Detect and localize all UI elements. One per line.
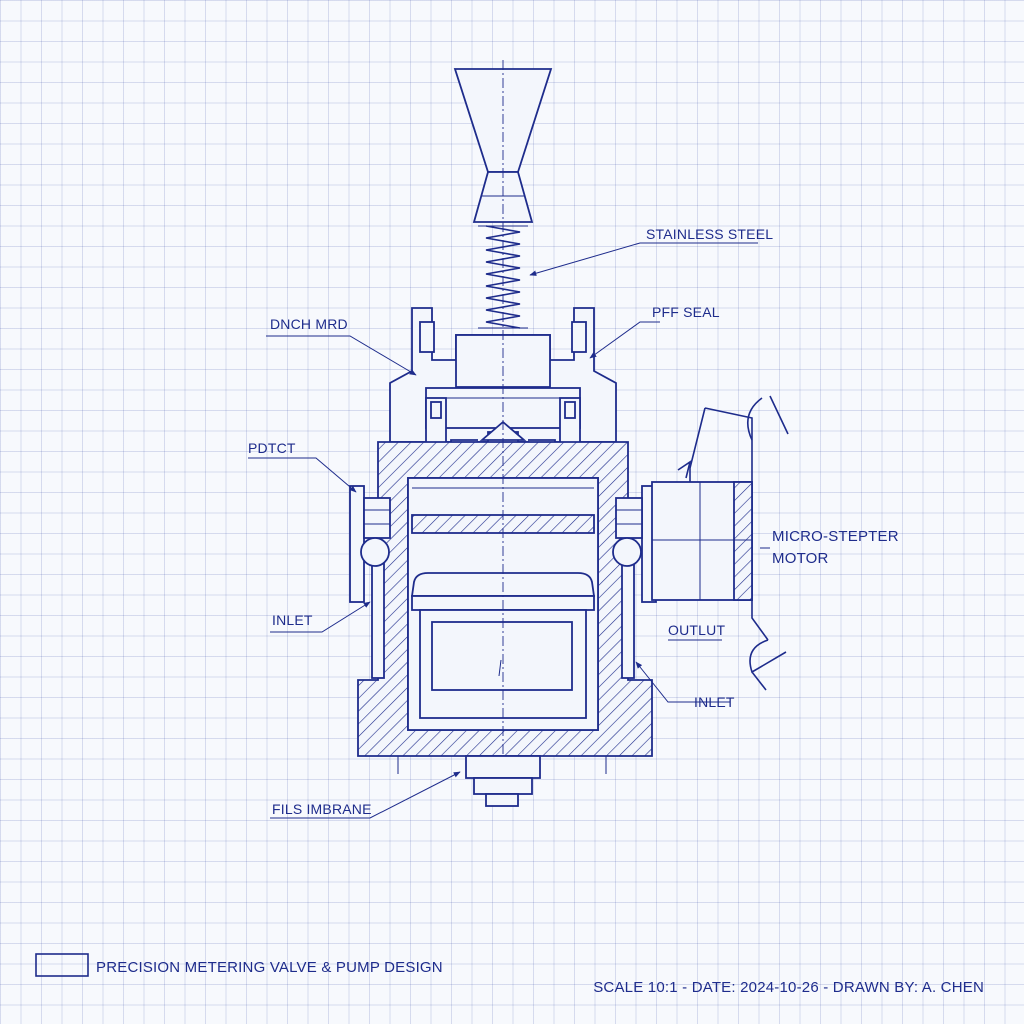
title-block-box bbox=[35, 953, 89, 977]
label-micro-stepper-line1: MICRO-STEPTER bbox=[772, 528, 899, 545]
label-stainless-steel: STAINLESS STEEL bbox=[646, 226, 773, 242]
label-micro-stepper-line2: MOTOR bbox=[772, 550, 829, 567]
drawing-title: PRECISION METERING VALVE & PUMP DESIGN bbox=[96, 959, 443, 976]
label-dnch-mrd: DNCH MRD bbox=[270, 316, 348, 332]
label-inlet-right: INLET bbox=[694, 694, 735, 710]
label-inlet-left: INLET bbox=[272, 612, 313, 628]
drawing-footer: SCALE 10:1 - DATE: 2024-10-26 - DRAWN BY… bbox=[593, 979, 984, 996]
label-pdtct: PDTCT bbox=[248, 440, 296, 456]
main-body bbox=[357, 60, 653, 805]
label-fils-imbrane: FILS IMBRANE bbox=[272, 801, 372, 817]
bottom-fitting bbox=[397, 755, 607, 807]
label-pff-seal: PFF SEAL bbox=[652, 304, 720, 320]
label-outlut: OUTLUT bbox=[668, 622, 725, 638]
stepper-motor bbox=[651, 395, 789, 691]
leader-lines bbox=[248, 242, 770, 819]
